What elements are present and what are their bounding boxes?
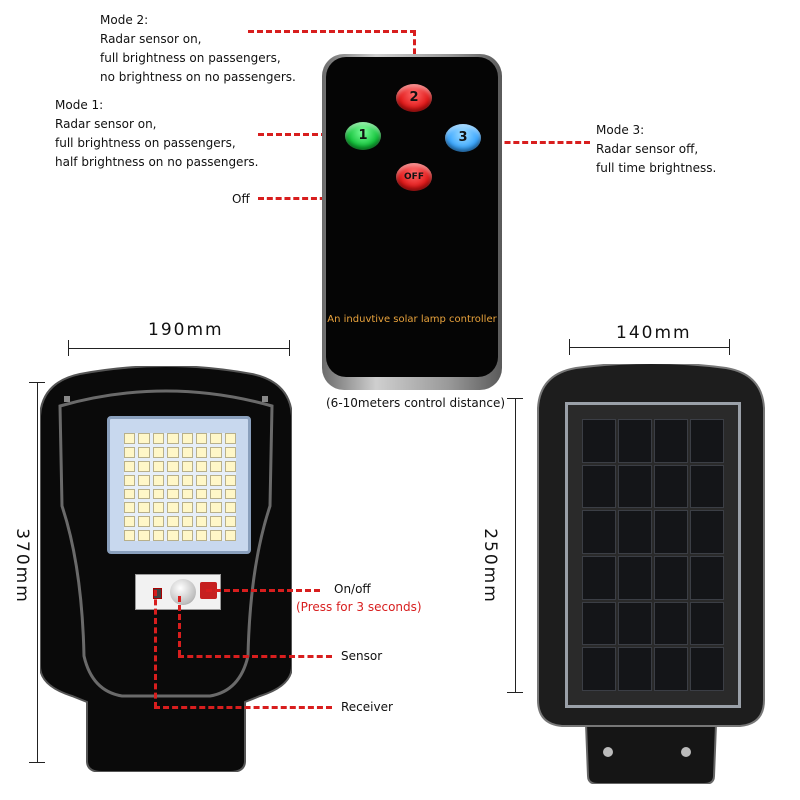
sensor-label: Sensor	[341, 649, 383, 663]
back-width-tick-right	[729, 339, 730, 355]
control-distance: (6-10meters control distance)	[326, 396, 506, 410]
off-description: Off	[232, 192, 250, 206]
receiver-callout-line-vertical	[154, 590, 157, 708]
remote-button-off[interactable]: OFF	[396, 163, 432, 191]
mode2-callout-line	[248, 30, 416, 33]
front-height-label: 370mm	[12, 528, 32, 604]
led-panel	[107, 416, 251, 554]
remote-button-2[interactable]: 2	[396, 84, 432, 112]
front-width-tick-left	[68, 340, 69, 356]
front-width-label: 190mm	[148, 320, 224, 340]
mode1-callout-line	[258, 133, 354, 136]
onoff-callout-line	[206, 589, 320, 592]
back-width-line	[569, 347, 729, 348]
onoff-note: (Press for 3 seconds)	[296, 600, 422, 614]
mode1-description: Mode 1: Radar sensor on, full brightness…	[55, 98, 259, 169]
receiver-callout-line	[154, 706, 332, 709]
solar-cells	[582, 419, 724, 691]
back-width-tick-left	[569, 339, 570, 355]
front-height-tick-bottom	[29, 762, 45, 763]
front-width-tick-right	[289, 340, 290, 356]
remote-button-3[interactable]: 3	[445, 124, 481, 152]
front-height-tick-top	[29, 382, 45, 383]
lamp-front-view	[40, 366, 292, 772]
led-grid	[124, 433, 236, 541]
remote-caption: An induvtive solar lamp controller	[327, 314, 497, 325]
front-width-line	[68, 348, 290, 349]
back-width-label: 140mm	[616, 323, 692, 343]
front-height-line	[37, 382, 38, 762]
sensor-callout-line	[178, 655, 332, 658]
solar-panel	[565, 402, 741, 708]
onoff-label: On/off	[334, 582, 371, 596]
remote-face: 2 1 3 OFF An induvtive solar lamp contro…	[326, 57, 498, 377]
mode3-callout-line	[478, 141, 590, 144]
lamp-back-view	[536, 364, 766, 784]
radar-sensor	[170, 579, 196, 605]
back-height-tick-top	[507, 398, 523, 399]
back-height-tick-bottom	[507, 692, 523, 693]
receiver	[153, 588, 162, 599]
remote-button-1[interactable]: 1	[345, 122, 381, 150]
mode3-description: Mode 3: Radar sensor off, full time brig…	[596, 123, 717, 175]
back-height-label: 250mm	[480, 528, 500, 604]
remote-control: 2 1 3 OFF An induvtive solar lamp contro…	[322, 54, 502, 390]
sensor-callout-line-vertical	[178, 596, 181, 656]
back-height-line	[515, 398, 516, 692]
receiver-label: Receiver	[341, 700, 393, 714]
mode2-description: Mode 2: Radar sensor on, full brightness…	[100, 13, 296, 84]
